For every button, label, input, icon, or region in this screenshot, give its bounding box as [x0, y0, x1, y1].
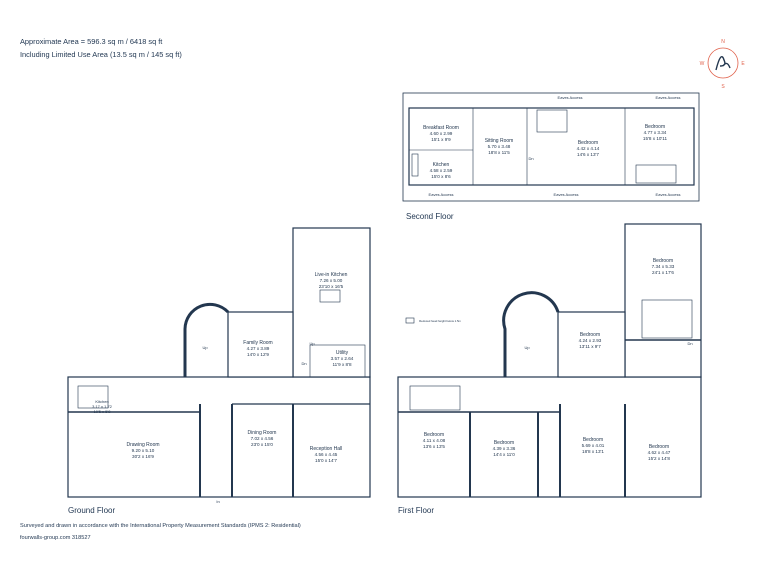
approximate-area-text: Approximate Area = 596.3 sq m / 6418 sq …: [20, 37, 163, 46]
compass-w: W: [700, 61, 705, 67]
room-imperial: 30'2 x 16'9: [132, 454, 154, 459]
room-imperial: 13'6 x 13'5: [423, 444, 445, 449]
compass-e: E: [741, 61, 745, 67]
compass-icon: N E S W: [700, 39, 746, 90]
stair-up-label: Up: [309, 341, 315, 346]
room-metric: 7.02 x 4.56: [251, 436, 274, 441]
room-imperial: 14'0 x 12'9: [247, 352, 269, 357]
room-name: Kitchen: [95, 399, 108, 404]
room-metric: 5.69 x 4.01: [582, 443, 605, 448]
footer-reference-text: fourwalls-group.com 318527: [20, 535, 91, 541]
room-name: Bedroom: [578, 140, 598, 146]
room-imperial: 15'8 x 10'11: [643, 136, 668, 141]
room-metric: 4.39 x 3.36: [493, 446, 516, 451]
entrance-in-label: In: [216, 499, 219, 504]
room-metric: 3.17 x 1.72: [92, 404, 113, 409]
room-imperial: 14'6 x 13'7: [577, 152, 599, 157]
room-imperial: 11'9 x 8'8: [332, 362, 351, 367]
room-name: Live-in Kitchen: [315, 272, 348, 278]
eaves-access-3: Eaves Access: [429, 192, 454, 197]
floor-label-second: Second Floor: [406, 212, 454, 221]
room-name: Family Room: [243, 340, 272, 346]
room-name: Sitting Room: [485, 138, 514, 144]
first-floor-plan: Reduced head height below 1.5m Bedroom 7…: [397, 223, 702, 498]
room-imperial: 14'4 x 11'0: [493, 452, 515, 457]
room-metric: 4.56 x 4.45: [315, 452, 338, 457]
room-name: Bedroom: [583, 437, 603, 443]
compass-s: S: [721, 84, 725, 90]
room-imperial: 10'5 x 5'8: [94, 409, 112, 414]
eaves-access-4: Eaves Access: [554, 192, 579, 197]
room-metric: 4.27 x 3.89: [247, 346, 270, 351]
room-metric: 7.26 x 5.00: [320, 278, 343, 283]
stair-dn-label: Dn: [687, 341, 692, 346]
room-imperial: 23'0 x 15'0: [251, 442, 273, 447]
room-name: Bedroom: [424, 432, 444, 438]
room-name: Bedroom: [580, 332, 600, 338]
room-imperial: 24'1 x 17'6: [652, 270, 674, 275]
stair-up-label: Up: [202, 345, 208, 350]
eaves-access-2: Eaves Access: [656, 95, 681, 100]
room-metric: 4.60 x 2.99: [430, 131, 453, 136]
room-metric: 7.34 x 5.33: [652, 264, 675, 269]
eaves-access-5: Eaves Access: [656, 192, 681, 197]
room-name: Bedroom: [653, 258, 673, 264]
limited-use-area-text: Including Limited Use Area (13.5 sq m / …: [20, 50, 182, 59]
stair-up-label: Up: [524, 345, 530, 350]
stair-dn-label: Dn: [301, 361, 306, 366]
room-imperial: 15'2 x 14'8: [648, 456, 670, 461]
ground-floor-plan: Live-in Kitchen 7.26 x 5.00 23'10 x 16'5…: [67, 227, 371, 504]
room-imperial: 13'11 x 9'7: [579, 344, 601, 349]
legend-text: Reduced head height below 1.5m: [419, 319, 461, 323]
room-name: Dining Room: [248, 430, 277, 436]
room-imperial: 23'10 x 16'5: [319, 284, 344, 289]
room-metric: 5.70 x 3.48: [488, 144, 511, 149]
room-imperial: 15'1 x 9'9: [431, 137, 451, 142]
second-floor-plan: Eaves Access Eaves Access Eaves Access E…: [402, 92, 700, 202]
room-metric: 9.20 x 5.10: [132, 448, 155, 453]
room-imperial: 18'8 x 11'5: [488, 150, 510, 155]
room-name: Drawing Room: [126, 442, 159, 448]
room-name: Bedroom: [649, 444, 669, 450]
eaves-access-1: Eaves Access: [558, 95, 583, 100]
stair-dn-label: Dn: [528, 156, 533, 161]
room-metric: 4.77 x 3.34: [644, 130, 667, 135]
room-metric: 4.24 x 2.93: [579, 338, 602, 343]
room-imperial: 15'0 x 8'6: [431, 174, 451, 179]
room-metric: 4.42 x 4.14: [577, 146, 600, 151]
footer-standards-text: Surveyed and drawn in accordance with th…: [20, 523, 301, 529]
room-name: Bedroom: [645, 124, 665, 130]
room-name: Kitchen: [433, 162, 450, 168]
floor-label-ground: Ground Floor: [68, 506, 116, 515]
room-metric: 4.58 x 2.59: [430, 168, 453, 173]
floor-label-first: First Floor: [398, 506, 434, 515]
room-imperial: 15'0 x 14'7: [315, 458, 337, 463]
room-metric: 4.62 x 4.47: [648, 450, 671, 455]
compass-n: N: [721, 39, 725, 45]
room-name: Reception Hall: [310, 446, 343, 452]
room-imperial: 18'8 x 13'1: [582, 449, 604, 454]
room-name: Bedroom: [494, 440, 514, 446]
room-metric: 3.57 x 2.64: [331, 356, 354, 361]
room-name: Utility: [336, 350, 349, 356]
room-name: Breakfast Room: [423, 125, 459, 131]
room-metric: 4.11 x 4.08: [423, 438, 446, 443]
